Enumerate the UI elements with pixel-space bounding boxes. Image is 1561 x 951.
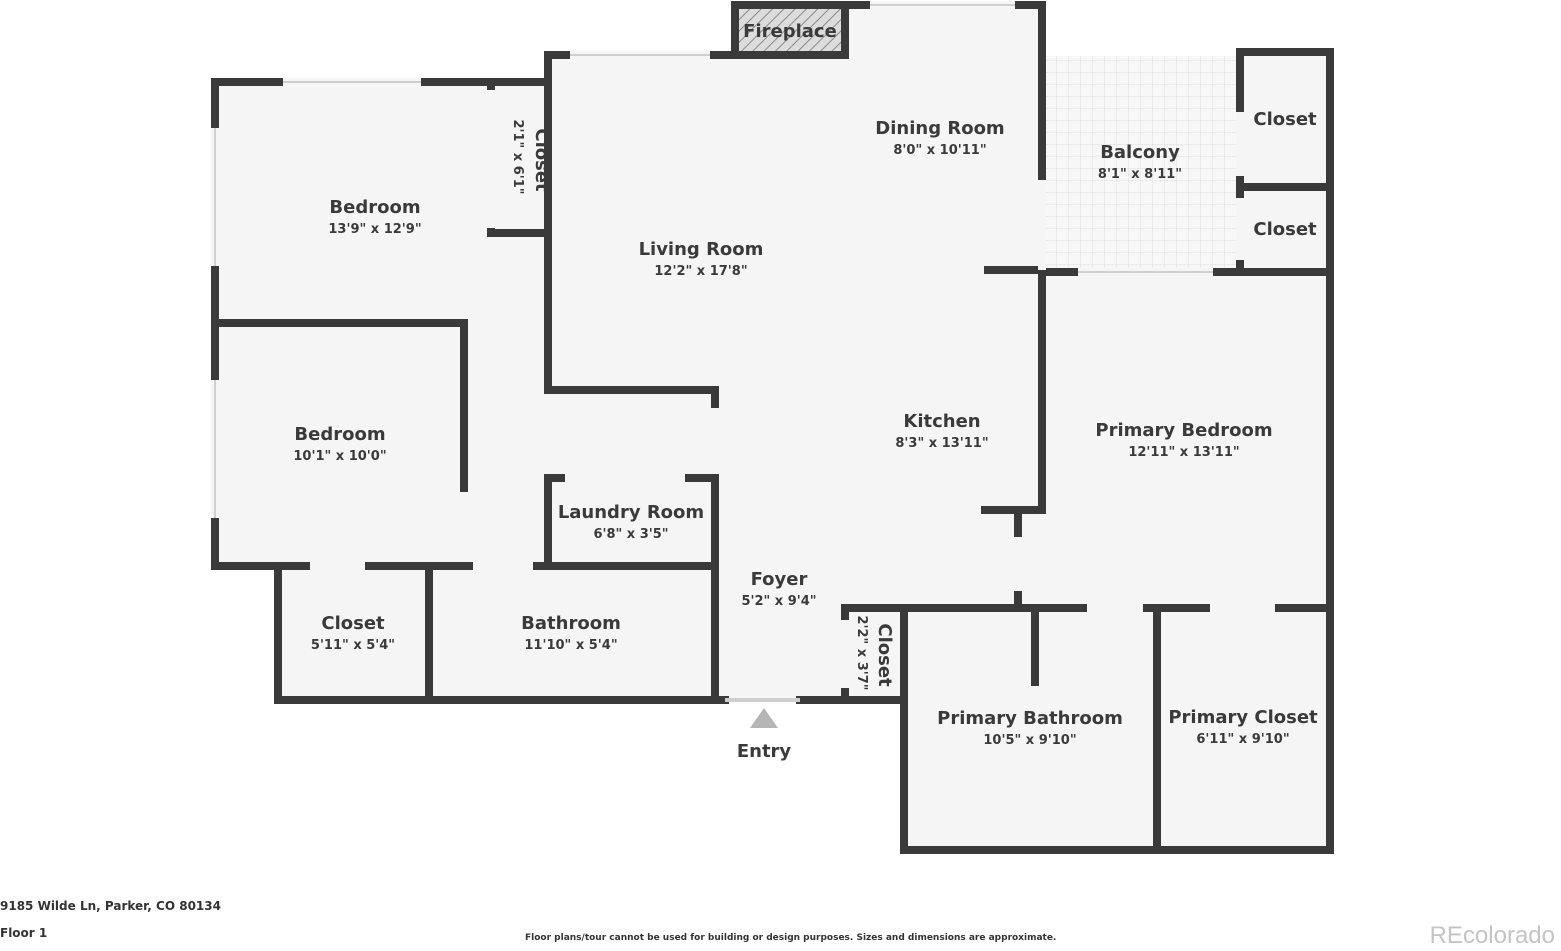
floor-label: Floor 1 <box>0 926 48 940</box>
primary-closet-dims: 6'11" x 9'10" <box>1196 732 1289 747</box>
closet-hall-label: Closet <box>321 613 385 634</box>
closet-top-label: Closet <box>1253 109 1317 130</box>
closet-hall-dims: 5'11" x 5'4" <box>311 638 395 653</box>
entry-label: Entry <box>737 741 792 762</box>
fireplace-label: Fireplace <box>743 21 837 42</box>
bedroom-1-dims: 13'9" x 12'9" <box>328 222 421 237</box>
laundry-room-dims: 6'8" x 3'5" <box>593 527 668 542</box>
disclaimer-text: Floor plans/tour cannot be used for buil… <box>525 933 1057 943</box>
primary-bathroom-dims: 10'5" x 9'10" <box>983 733 1076 748</box>
foyer-label: Foyer <box>751 569 808 590</box>
living-room-dims: 12'2" x 17'8" <box>654 264 747 279</box>
closet-mid-label: Closet <box>1253 219 1317 240</box>
bedroom-2-dims: 10'1" x 10'0" <box>293 449 386 464</box>
foyer-dims: 5'2" x 9'4" <box>741 594 816 609</box>
floor-fills <box>215 5 1330 850</box>
bathroom-label: Bathroom <box>521 613 621 634</box>
kitchen-label: Kitchen <box>903 411 980 432</box>
living-room-label: Living Room <box>639 239 764 260</box>
closet-foyer-dims: 2'2" x 3'7" <box>854 615 869 690</box>
laundry-room-label: Laundry Room <box>558 502 704 523</box>
watermark-logo: REcolorado <box>1429 922 1555 949</box>
closet-bedroom-1-label: Closet <box>531 128 552 192</box>
windows <box>214 4 1213 518</box>
kitchen-dims: 8'3" x 13'11" <box>895 436 988 451</box>
dining-room-dims: 8'0" x 10'11" <box>893 143 986 158</box>
closet-foyer-label: Closet <box>874 623 895 687</box>
primary-closet-label: Primary Closet <box>1168 707 1318 728</box>
balcony-label: Balcony <box>1100 142 1180 163</box>
address-text: 9185 Wilde Ln, Parker, CO 80134 <box>0 899 221 913</box>
bathroom-dims: 11'10" x 5'4" <box>524 638 617 653</box>
bedroom-1-label: Bedroom <box>329 197 420 218</box>
primary-bedroom-label: Primary Bedroom <box>1095 420 1272 441</box>
closet-bedroom-1-dims: 2'1" x 6'1" <box>510 119 525 194</box>
primary-bedroom-dims: 12'11" x 13'11" <box>1128 445 1239 460</box>
dining-room-label: Dining Room <box>875 118 1004 139</box>
balcony-dims: 8'1" x 8'11" <box>1098 167 1182 182</box>
entry-arrow-icon <box>750 708 778 728</box>
primary-bathroom-label: Primary Bathroom <box>937 708 1123 729</box>
bedroom-2-label: Bedroom <box>294 424 385 445</box>
